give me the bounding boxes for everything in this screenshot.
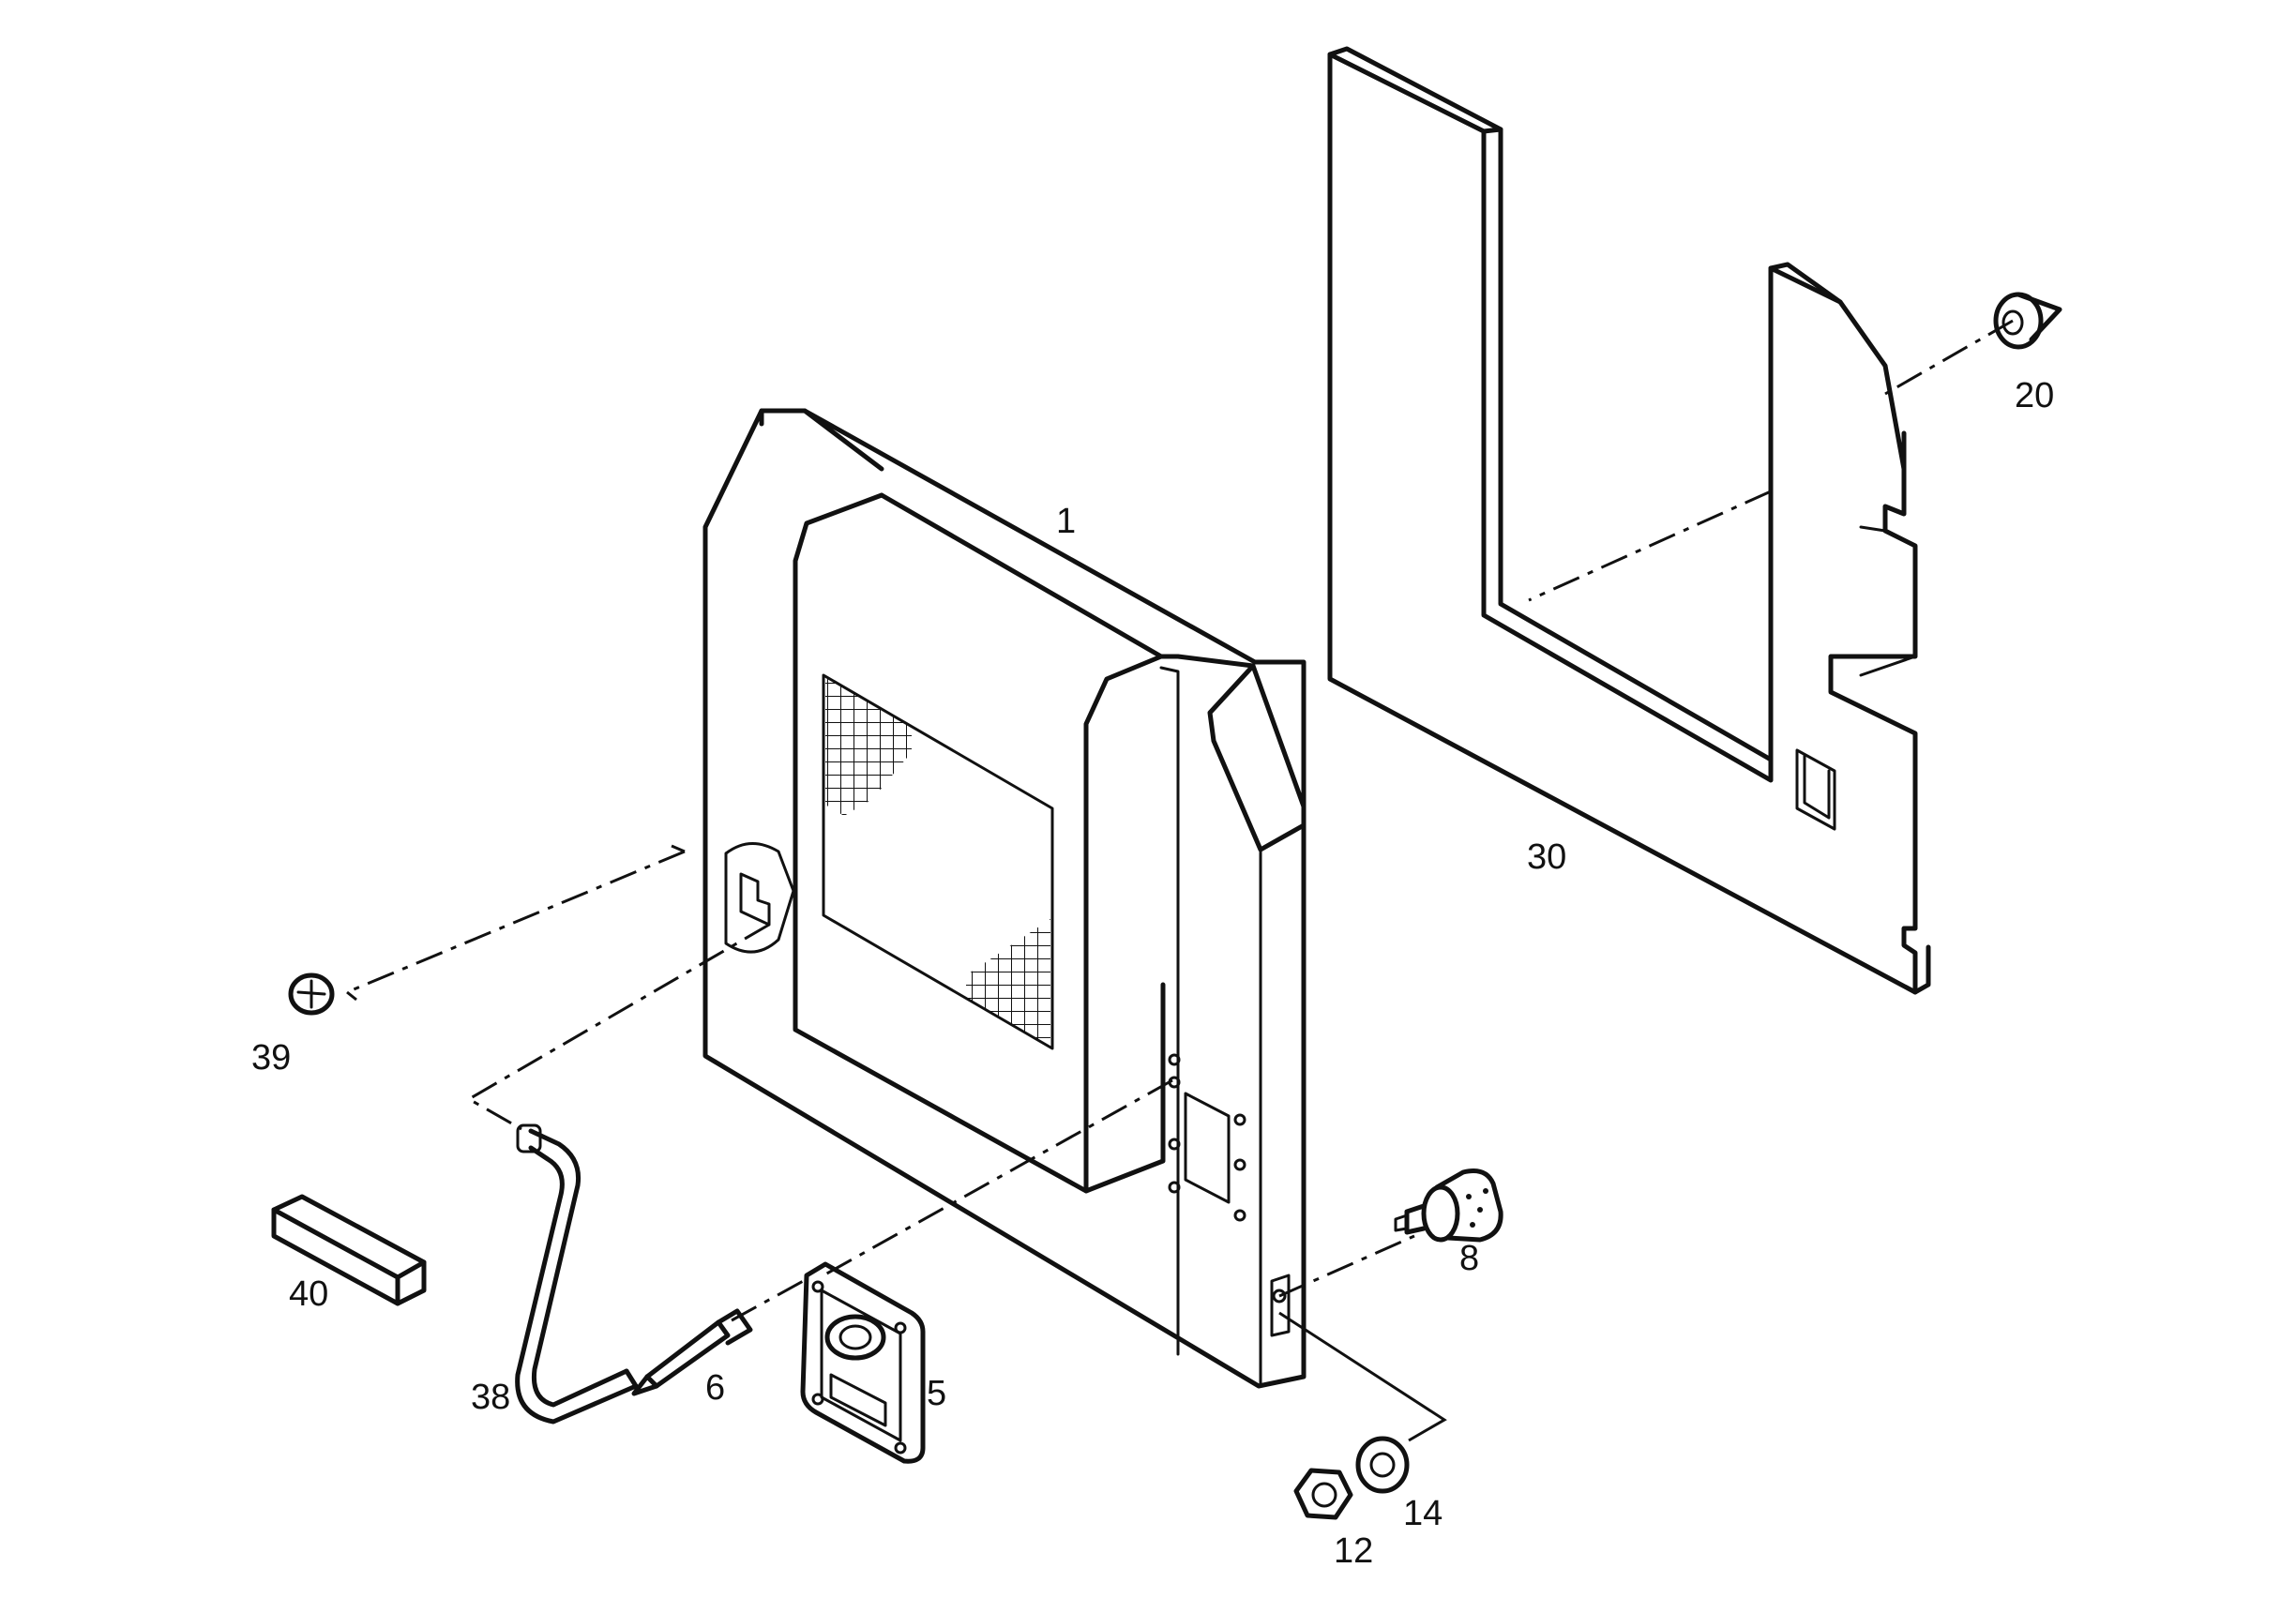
callout-14: 14 — [1403, 1494, 1443, 1533]
callout-12: 12 — [1334, 1531, 1373, 1571]
callout-30: 30 — [1527, 837, 1566, 877]
part-1-cover — [702, 408, 1307, 1389]
part-12-hex-nut — [1293, 1468, 1353, 1520]
part-40-pad — [271, 1194, 427, 1306]
callout-40: 40 — [289, 1274, 328, 1314]
callout-39: 39 — [251, 1038, 291, 1078]
part-39-nut — [288, 972, 335, 1016]
part-38-rod — [515, 1123, 639, 1425]
part-5-latch-plate — [800, 1261, 926, 1464]
part-14-washer — [1355, 1436, 1410, 1494]
callout-20: 20 — [2015, 376, 2054, 415]
part-20-clip — [1993, 292, 2062, 350]
callout-1: 1 — [1056, 502, 1076, 541]
part-30-u-panel — [1327, 46, 1931, 995]
leader-lines — [346, 319, 2014, 1442]
part-6-pin — [631, 1308, 753, 1396]
callout-8: 8 — [1459, 1239, 1479, 1278]
part-8-knob — [1394, 1168, 1503, 1243]
callout-5: 5 — [927, 1374, 946, 1413]
callout-38: 38 — [471, 1378, 510, 1417]
callout-6: 6 — [705, 1368, 725, 1408]
callout-labels: 1 20 30 39 40 38 6 5 8 12 14 — [251, 376, 2054, 1571]
